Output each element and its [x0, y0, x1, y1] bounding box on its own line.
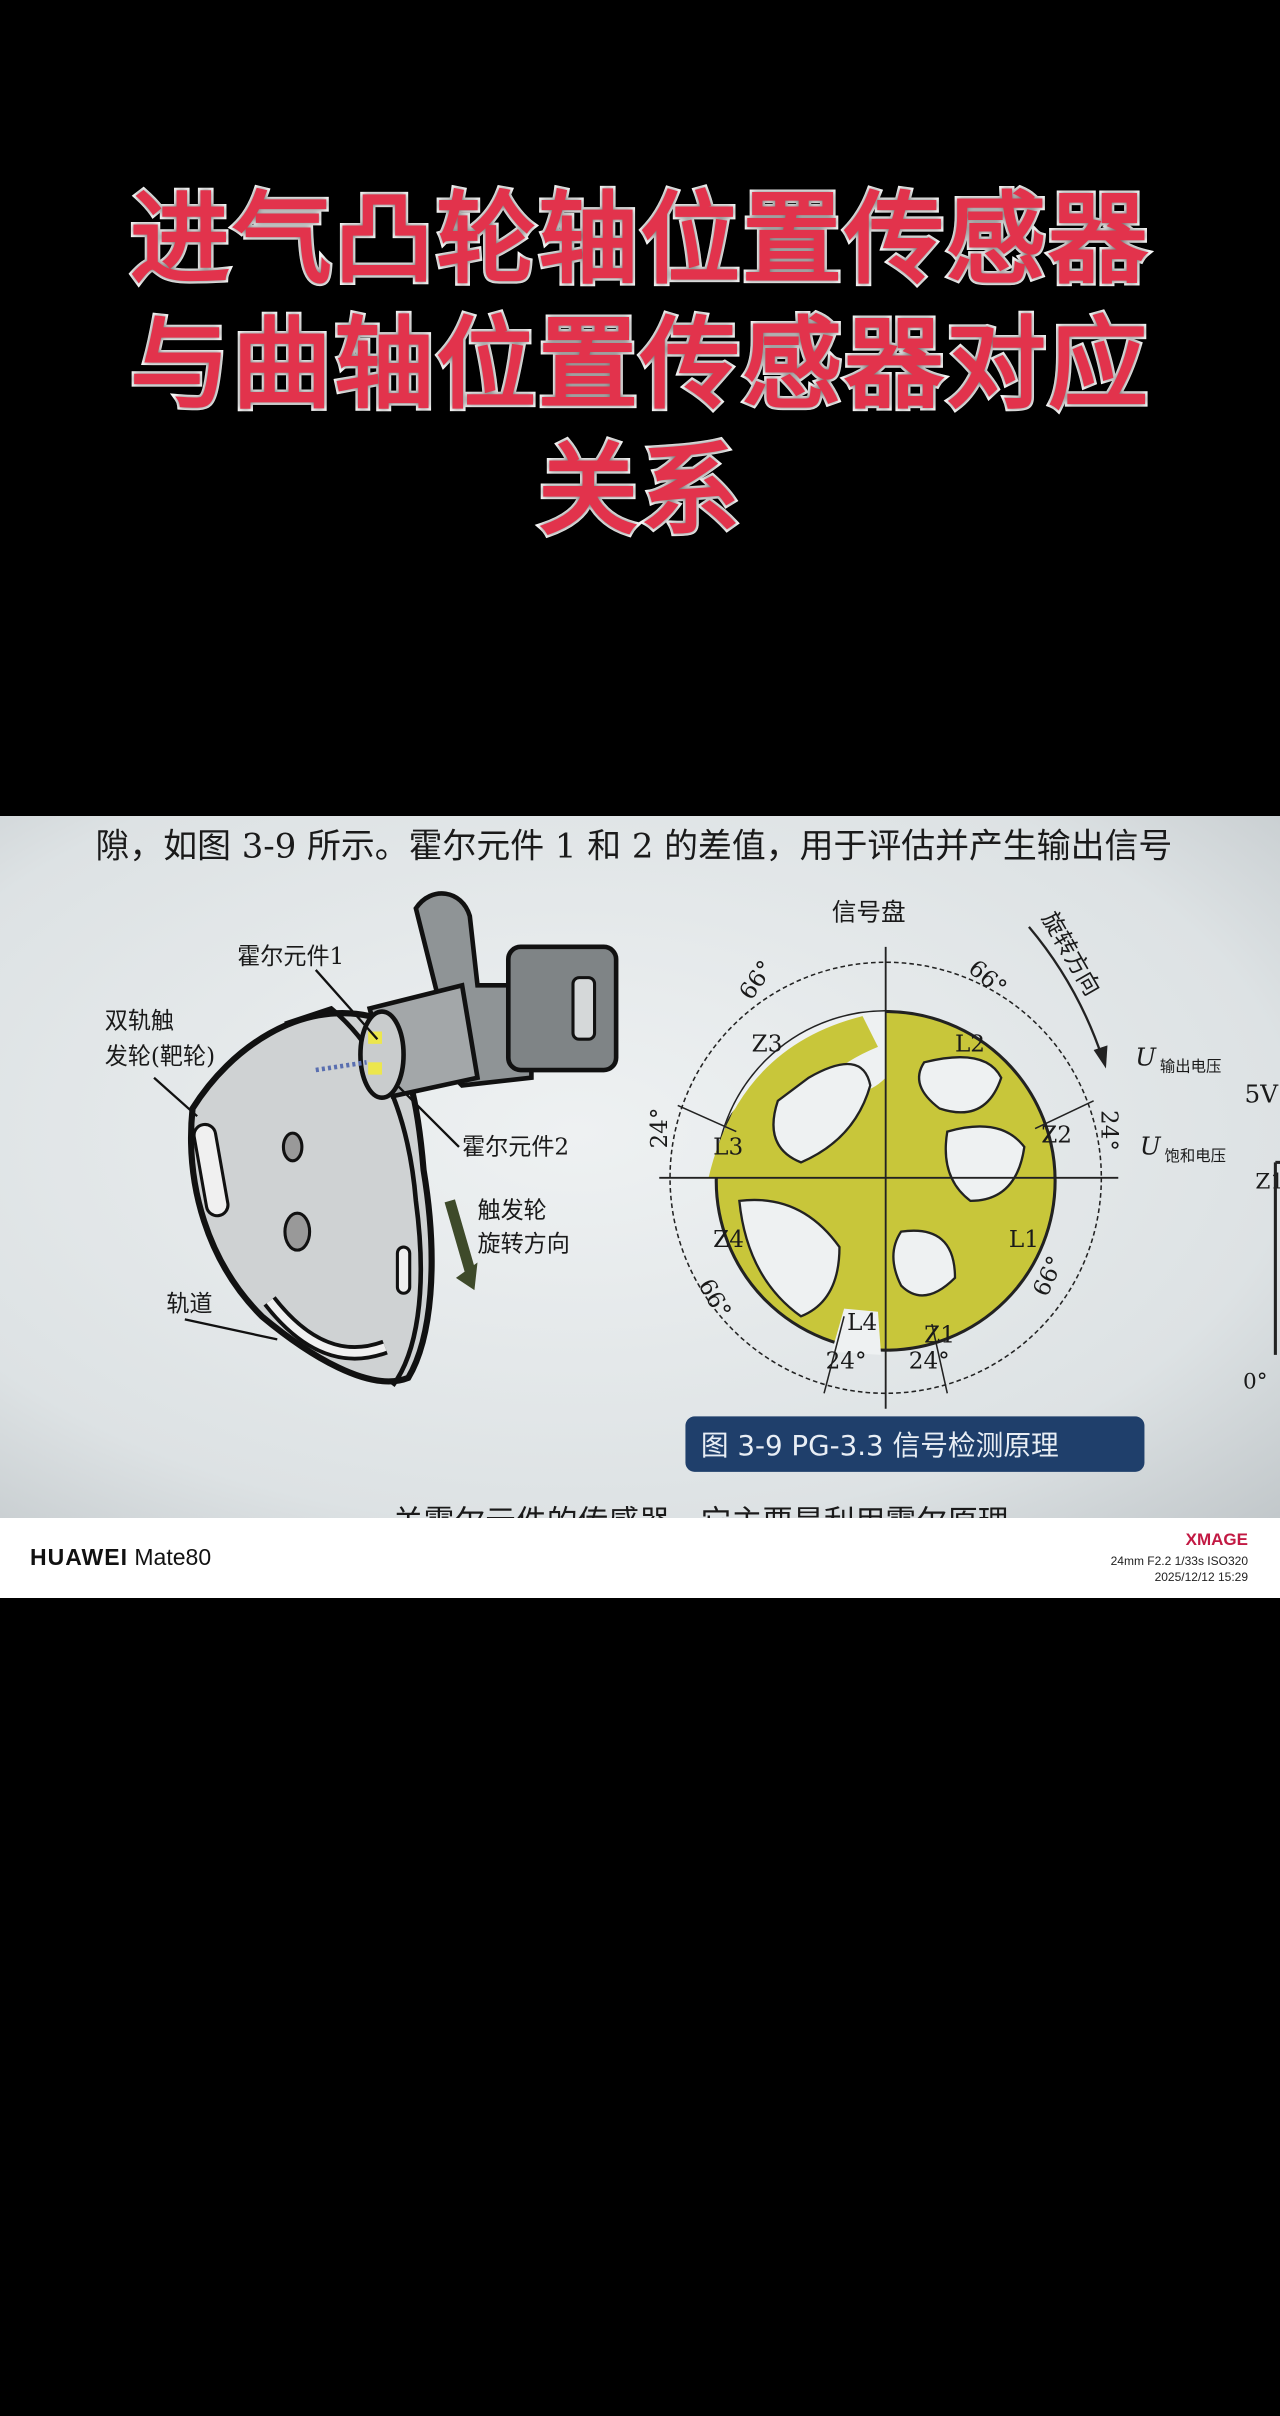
model-name: Mate80	[134, 1544, 212, 1570]
signal-disk-diagram: 信号盘 Z3 L2 Z2 L3 Z4 L1 L4 Z1 66° 66° 66° …	[647, 898, 1121, 1409]
disk-label-l4: L4	[847, 1310, 877, 1336]
trigger-wheel-illustration	[188, 1005, 435, 1387]
disk-label-z4: Z4	[713, 1227, 744, 1253]
label-trigger-2: 旋转方向	[477, 1232, 569, 1258]
title-line-2: 与曲轴位置传感器对应	[128, 306, 1151, 423]
label-wheel-2: 发轮(靶轮)	[105, 1044, 215, 1070]
disk-label-l3: L3	[713, 1135, 743, 1161]
rotation-arrow-icon	[1093, 1045, 1108, 1069]
disk-label-l2: L2	[955, 1032, 985, 1058]
zero-degree-label: 0°	[1243, 1370, 1267, 1395]
five-volt-label: 5V	[1245, 1079, 1280, 1108]
label-track: 轨道	[166, 1292, 212, 1318]
angle-24-bottom-right: 24°	[909, 1349, 950, 1375]
sensor-labels: 霍尔元件1 双轨触 发轮(靶轮) 霍尔元件2 触发轮 旋转方向 轨道	[105, 944, 570, 1341]
angle-24-right: 24°	[1095, 1110, 1121, 1151]
saturation-voltage-label: 饱和电压	[1164, 1147, 1226, 1165]
u-symbol-output: U	[1135, 1042, 1157, 1071]
hall-sensor-illustration	[315, 891, 619, 1291]
brand-name: HUAWEI	[30, 1544, 128, 1570]
camera-watermark-bar: HUAWEI Mate80 XMAGE 24mm F2.2 1/33s ISO3…	[0, 1518, 1280, 1598]
photo-datetime: 2025/12/12 15:29	[1154, 1570, 1248, 1584]
label-hall-element-2: 霍尔元件2	[462, 1135, 569, 1161]
label-trigger-1: 触发轮	[477, 1198, 546, 1224]
angle-24-bottom-left: 24°	[826, 1349, 867, 1375]
bottom-text-line: 关霍尔元件的传感器，它主要是利用霍尔原理……	[393, 1504, 1070, 1518]
label-wheel-1: 双轨触	[105, 1008, 174, 1034]
trigger-direction-arrow-icon	[444, 1199, 475, 1272]
disk-label-z1: Z1	[924, 1323, 955, 1349]
u-symbol-saturation: U	[1140, 1132, 1162, 1161]
exif-info: 24mm F2.2 1/33s ISO320	[1110, 1554, 1248, 1568]
disk-label-z3: Z3	[752, 1032, 783, 1058]
angle-24-left: 24°	[647, 1108, 673, 1149]
disk-label-l1: L1	[1009, 1227, 1039, 1253]
title-line-3: 关系	[536, 432, 743, 549]
textbook-photo: 隙，如图 3-9 所示。霍尔元件 1 和 2 的差值，用于评估并产生输出信号 霍…	[0, 816, 1280, 1518]
voltage-labels: U 输出电压 U 饱和电压 5V Z1 0°	[1135, 1042, 1280, 1395]
label-hall-element-1: 霍尔元件1	[237, 944, 344, 970]
disk-title: 信号盘	[832, 898, 906, 927]
figure-caption: 图 3-9 PG-3.3 信号检测原理	[685, 1416, 1145, 1472]
top-text-line: 隙，如图 3-9 所示。霍尔元件 1 和 2 的差值，用于评估并产生输出信号	[95, 827, 1172, 866]
figure-caption-text: 图 3-9 PG-3.3 信号检测原理	[701, 1429, 1059, 1462]
disk-label-z2: Z2	[1041, 1122, 1072, 1148]
camera-brand: HUAWEI Mate80	[30, 1544, 211, 1571]
output-voltage-label: 输出电压	[1160, 1058, 1222, 1076]
xmage-logo: XMAGE	[1185, 1530, 1248, 1549]
title-line-1: 进气凸轮轴位置传感器	[128, 181, 1151, 298]
